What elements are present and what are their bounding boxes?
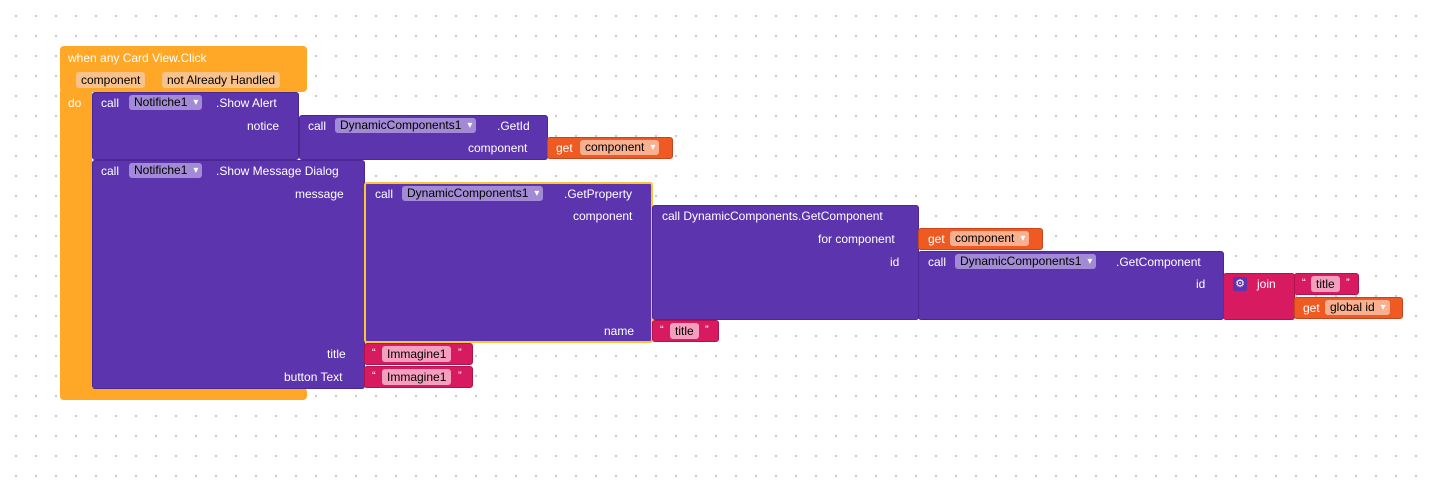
show-alert-component-dropdown[interactable]: Notifiche1 — [129, 95, 203, 110]
do-label: do — [68, 96, 82, 110]
getcomponent-call: call — [928, 255, 947, 269]
getid-var-dropdown[interactable]: component — [580, 140, 660, 155]
title-text-open-quote: “ — [372, 347, 376, 359]
global-id-var-dropdown[interactable]: global id — [1325, 300, 1390, 315]
button-text-close-quote: ” — [458, 370, 462, 382]
getid-component-dropdown[interactable]: DynamicComponents1 — [335, 118, 477, 133]
getid-get-label: get — [556, 141, 573, 155]
notice-label: notice — [247, 119, 280, 133]
show-alert-method: .Show Alert — [216, 96, 277, 110]
getproperty-method: .GetProperty — [564, 187, 633, 201]
getproperty-call: call — [375, 187, 394, 201]
dialog-call: call — [101, 164, 120, 178]
generic-getcomponent-block[interactable] — [652, 205, 919, 320]
gear-icon[interactable]: ⚙ — [1233, 277, 1247, 291]
show-message-dialog-block[interactable] — [92, 160, 365, 389]
getid-arg-label: component — [468, 141, 528, 155]
join-text-close-quote: ” — [1346, 277, 1350, 289]
name-text-value[interactable]: title — [670, 323, 699, 339]
getproperty-component-dropdown[interactable]: DynamicComponents1 — [402, 186, 544, 201]
title-label: title — [327, 347, 346, 361]
for-component-var-dropdown[interactable]: component — [950, 231, 1030, 246]
dialog-method: .Show Message Dialog — [216, 164, 339, 178]
global-id-get-label: get — [1303, 301, 1320, 315]
event-block-footer — [60, 388, 307, 400]
getid-call: call — [308, 119, 327, 133]
name-text-close-quote: ” — [705, 324, 709, 336]
getcomponent-component-dropdown[interactable]: DynamicComponents1 — [955, 254, 1097, 269]
show-alert-call: call — [101, 96, 120, 110]
name-text-open-quote: “ — [660, 324, 664, 336]
getproperty-component-label: component — [573, 209, 633, 223]
join-label: join — [1257, 277, 1276, 291]
event-param-not-already-handled[interactable]: not Already Handled — [162, 72, 281, 88]
getproperty-name-label: name — [604, 324, 635, 338]
event-param-component[interactable]: component — [76, 72, 146, 88]
button-text-open-quote: “ — [372, 370, 376, 382]
generic-id-label: id — [890, 255, 900, 269]
dialog-component-dropdown[interactable]: Notifiche1 — [129, 163, 203, 178]
getcomponent-method: .GetComponent — [1116, 255, 1201, 269]
getid-method: .GetId — [497, 119, 530, 133]
title-text-value[interactable]: Immagine1 — [382, 346, 452, 362]
button-text-value[interactable]: Immagine1 — [382, 369, 452, 385]
join-text-value[interactable]: title — [1311, 276, 1340, 292]
button-text-label: button Text — [284, 370, 343, 384]
event-block-spine — [60, 88, 92, 400]
message-label: message — [295, 187, 344, 201]
event-title: when any Card View.Click — [68, 51, 207, 65]
title-text-close-quote: ” — [458, 347, 462, 359]
for-component-get-label: get — [928, 232, 945, 246]
getcomponent-id-label: id — [1196, 277, 1206, 291]
join-text-open-quote: “ — [1302, 277, 1306, 289]
generic-getcomponent-label: call DynamicComponents.GetComponent — [662, 209, 883, 223]
for-component-label: for component — [818, 232, 895, 246]
getproperty-block[interactable] — [364, 182, 653, 343]
